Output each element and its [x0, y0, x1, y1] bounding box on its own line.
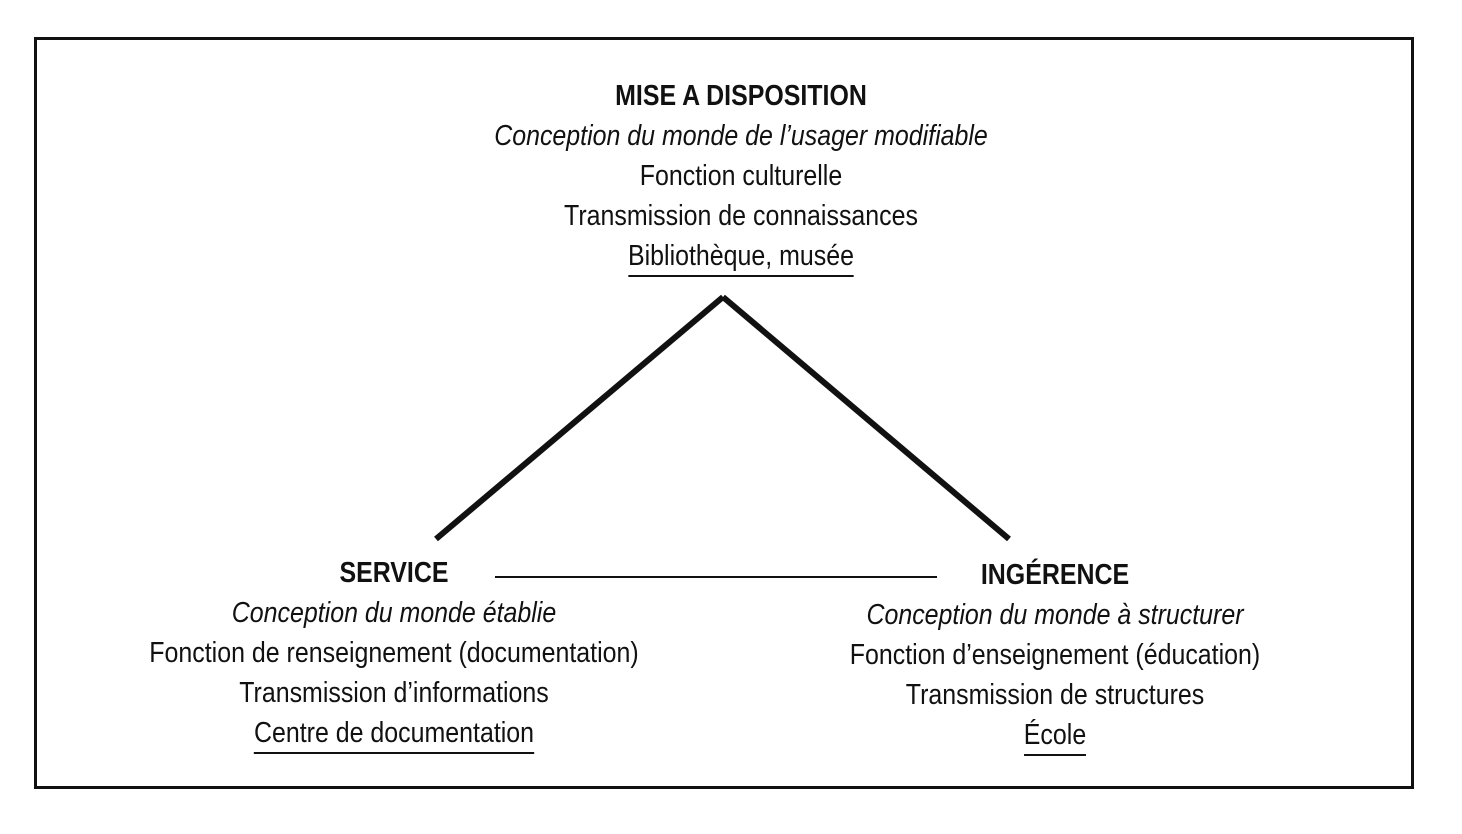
node-institution: École	[1023, 718, 1087, 756]
node-function: Fonction d’enseignement (éducation)	[849, 639, 1261, 671]
node-concept: Conception du monde à structurer	[866, 599, 1244, 631]
node-title: SERVICE	[339, 557, 449, 589]
node-transmission: Transmission de structures	[905, 679, 1205, 711]
connector-top-to-service	[434, 294, 725, 542]
node-function: Fonction de renseignement (documentation…	[149, 637, 639, 669]
node-transmission: Transmission de connaissances	[564, 200, 918, 232]
node-function: Fonction culturelle	[639, 160, 843, 192]
node-transmission: Transmission d’informations	[239, 677, 549, 709]
node-mise-a-disposition: MISE A DISPOSITION Conception du monde d…	[431, 76, 1050, 277]
node-concept: Conception du monde établie	[231, 597, 557, 629]
node-title: INGÉRENCE	[980, 559, 1130, 591]
node-title: MISE A DISPOSITION	[615, 80, 867, 112]
node-service: SERVICE Conception du monde établie Fonc…	[93, 553, 695, 754]
node-institution: Centre de documentation	[253, 716, 535, 754]
diagram-frame	[34, 37, 1414, 789]
node-institution: Bibliothèque, musée	[627, 239, 854, 277]
connector-top-to-ingerence	[721, 294, 1011, 542]
node-ingerence: INGÉRENCE Conception du monde à structur…	[754, 555, 1356, 756]
node-concept: Conception du monde de l’usager modifiab…	[494, 120, 988, 152]
